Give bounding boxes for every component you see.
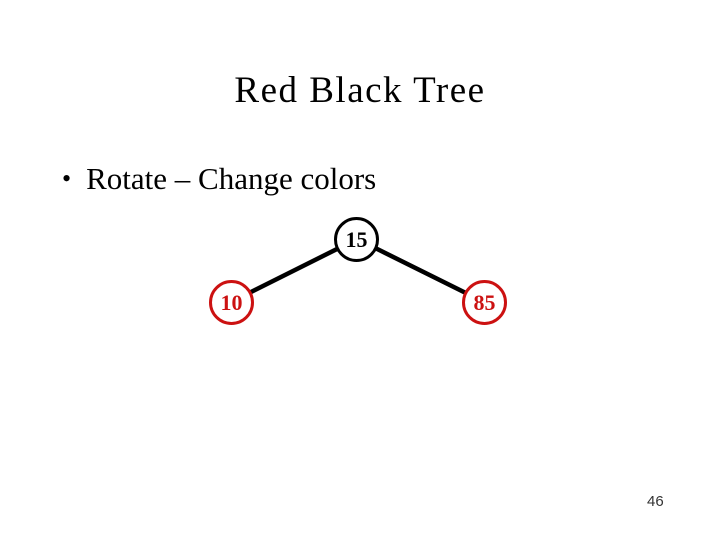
tree-node-10-label: 10 [220,289,243,315]
bullet-icon: • [62,164,72,193]
tree-edge-15-85 [354,236,487,305]
tree-node-85-label: 85 [473,289,496,315]
tree-node-85: 85 [462,280,507,325]
tree-node-15-label: 15 [345,226,368,252]
page-number: 46 [647,493,664,510]
bullet-item: • Rotate – Change colors [62,161,376,197]
tree-node-10: 10 [209,280,254,325]
bullet-text: Rotate – Change colors [86,161,377,196]
slide-title: Red Black Tree [234,70,486,111]
tree-node-15: 15 [334,217,379,262]
